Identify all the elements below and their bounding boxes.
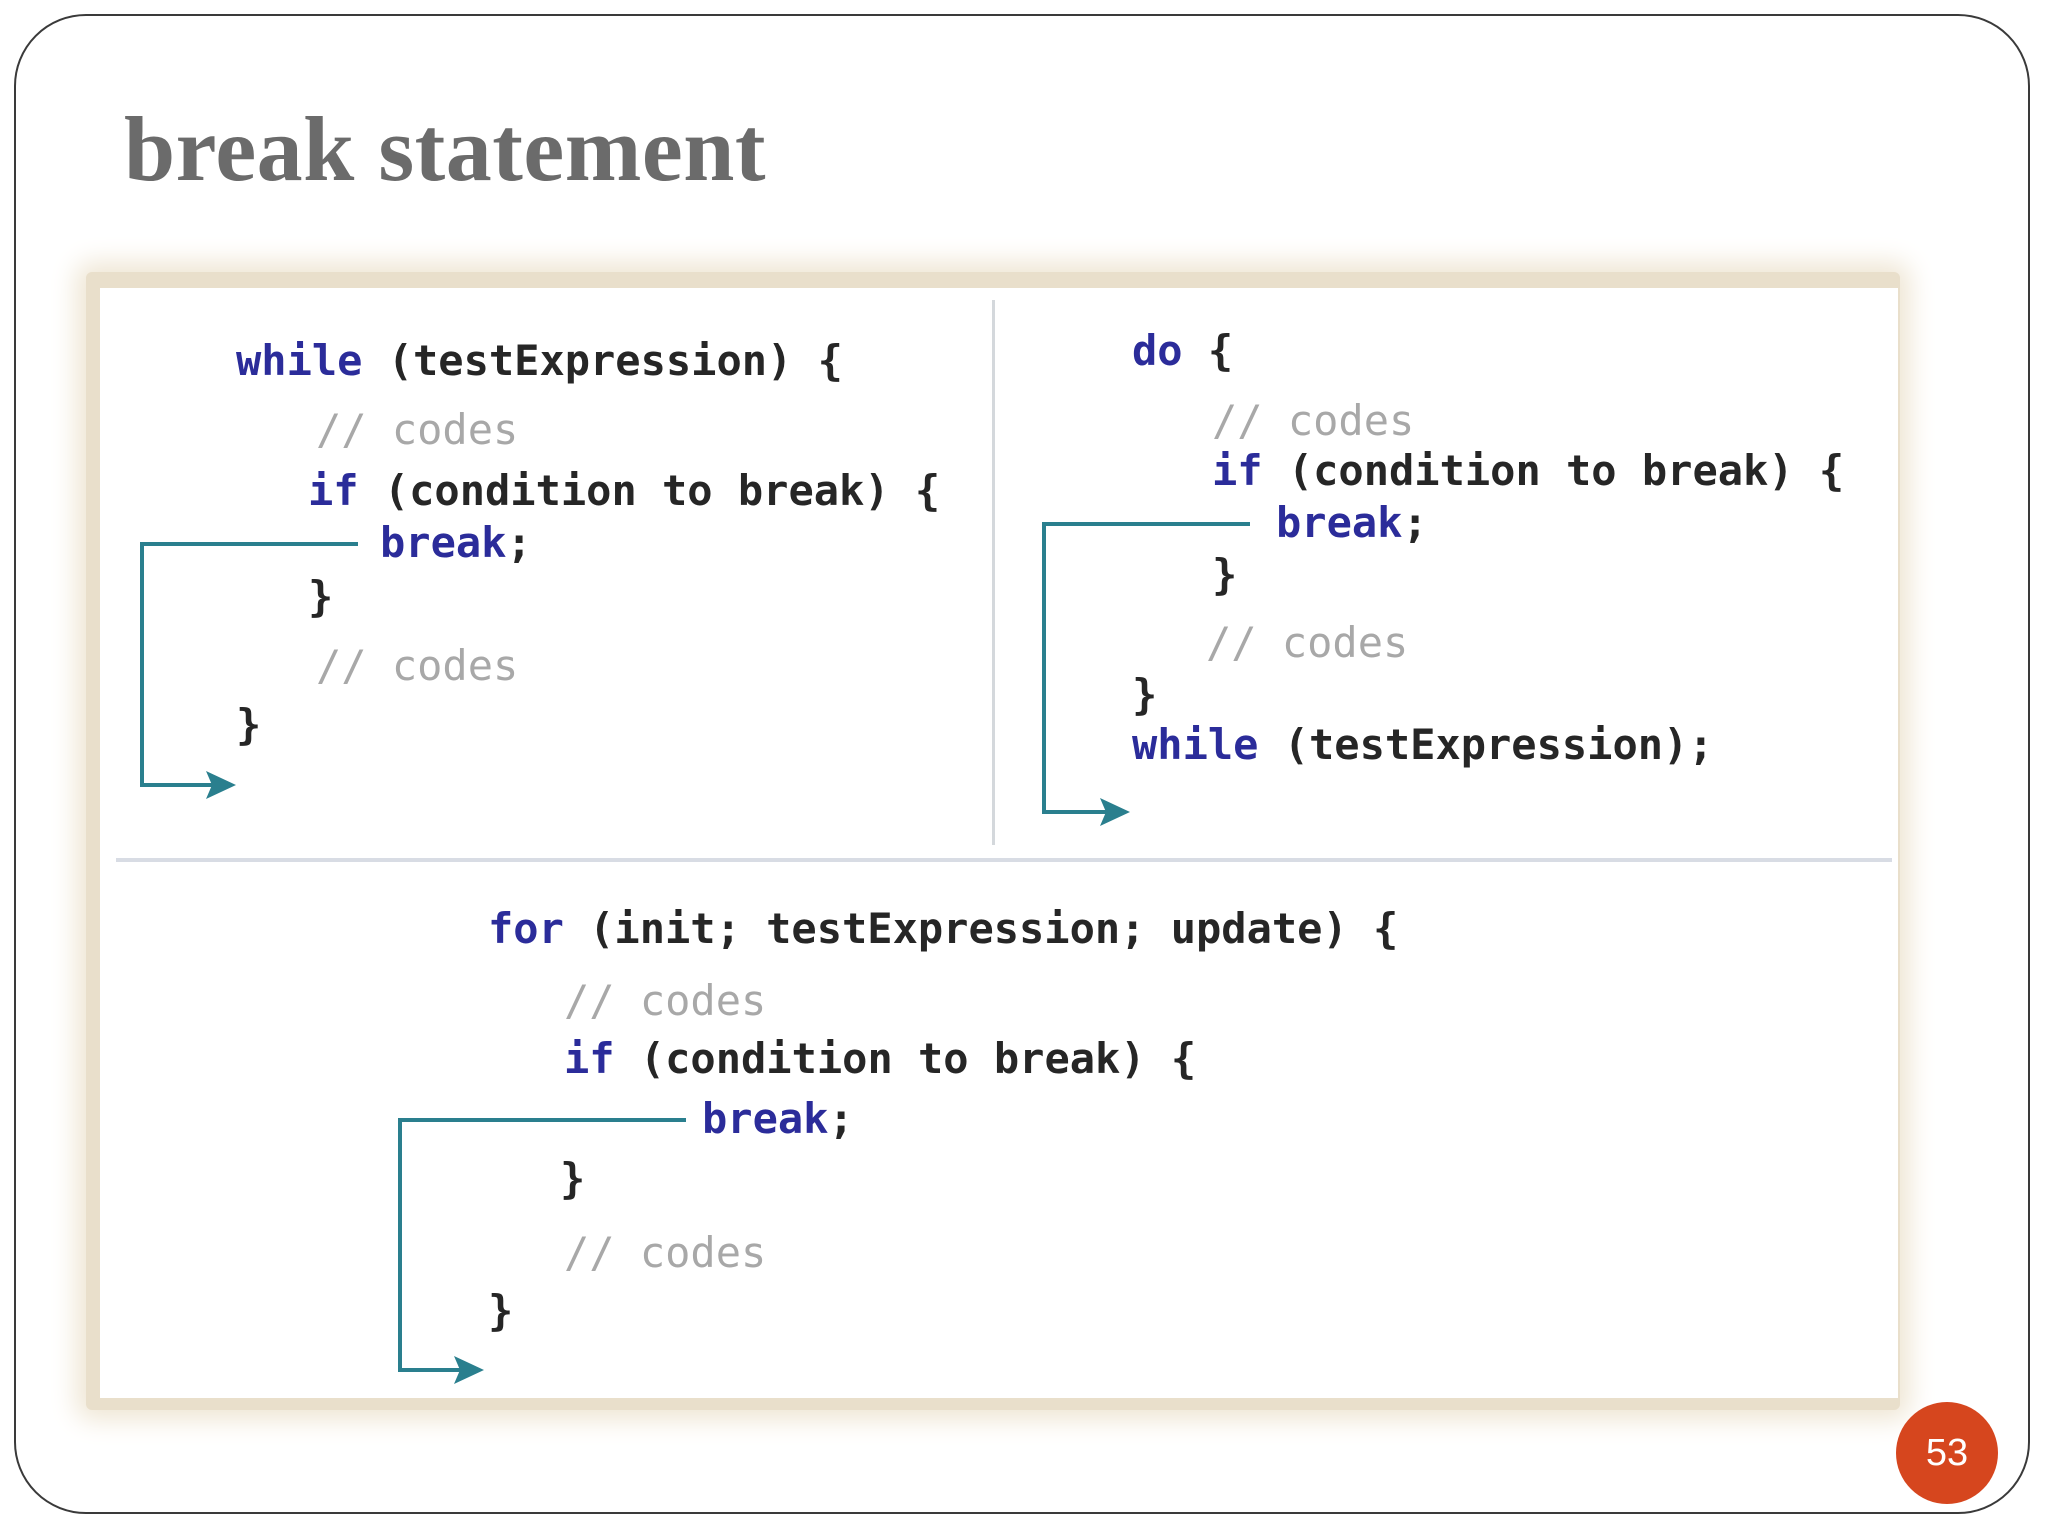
while-if-text: (condition to break) { [358, 466, 941, 515]
while-keyword: while [236, 336, 363, 385]
do-comment-before: // codes [1212, 396, 1415, 445]
do-header-line: do { [1132, 330, 1233, 372]
do-loop-close: } [1132, 670, 1158, 719]
horizontal-divider [116, 858, 1892, 862]
for-break-keyword: break [702, 1094, 829, 1143]
for-comment-after: // codes [564, 1228, 767, 1277]
for-loop-close: } [488, 1286, 514, 1335]
do-if-keyword: if [1212, 446, 1263, 495]
do-if-close: } [1212, 550, 1238, 599]
for-header-text: (init; testExpression; update) { [563, 904, 1399, 953]
do-break-keyword: break [1276, 498, 1403, 547]
do-while-condition-text: (testExpression); [1258, 720, 1714, 769]
do-keyword: do [1132, 326, 1183, 375]
vertical-divider [992, 300, 995, 845]
do-while-condition-line: while (testExpression); [1132, 724, 1714, 766]
do-comment-after: // codes [1206, 618, 1409, 667]
while-if-line: if (condition to break) { [308, 470, 940, 512]
while-break-semicolon: ; [506, 518, 532, 567]
do-if-text: (condition to break) { [1262, 446, 1845, 495]
slide-title: break statement [124, 98, 767, 200]
for-break-line: break; [702, 1098, 854, 1140]
do-if-line: if (condition to break) { [1212, 450, 1844, 492]
for-if-close: } [560, 1154, 586, 1203]
do-break-semicolon: ; [1402, 498, 1428, 547]
while-header-text: (testExpression) { [362, 336, 843, 385]
for-if-keyword: if [564, 1034, 615, 1083]
for-header-line: for (init; testExpression; update) { [488, 908, 1398, 950]
while-header-line: while (testExpression) { [236, 340, 843, 382]
page-number-badge: 53 [1896, 1402, 1998, 1504]
for-break-semicolon: ; [828, 1094, 854, 1143]
while-comment-after: // codes [316, 641, 519, 690]
do-break-line: break; [1276, 502, 1428, 544]
while-break-line: break; [380, 522, 532, 564]
for-if-line: if (condition to break) { [564, 1038, 1196, 1080]
do-while-keyword: while [1132, 720, 1259, 769]
while-break-keyword: break [380, 518, 507, 567]
while-loop-close: } [236, 700, 262, 749]
do-header-text: { [1182, 326, 1234, 375]
for-comment-before: // codes [564, 976, 767, 1025]
while-if-close: } [308, 572, 334, 621]
while-if-keyword: if [308, 466, 359, 515]
for-if-text: (condition to break) { [614, 1034, 1197, 1083]
while-comment-before: // codes [316, 405, 519, 454]
for-keyword: for [488, 904, 564, 953]
